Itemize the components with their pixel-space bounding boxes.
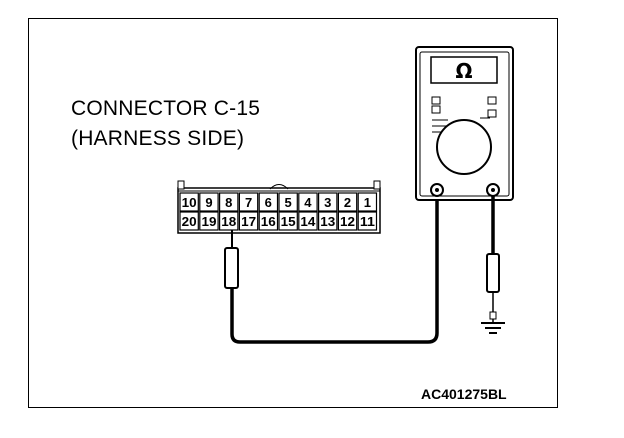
pin-cavity-18 [219, 211, 239, 231]
meter-switch-1 [431, 96, 441, 105]
pin-cavity-4 [298, 192, 318, 212]
connector-title: CONNECTOR C-15 [71, 97, 261, 120]
pin-cavity-17 [238, 211, 259, 231]
ground-probe-handle [486, 253, 500, 293]
ground-test-probe [486, 253, 500, 320]
pin-label-15: 15 [281, 214, 296, 229]
pin-label-8: 8 [225, 195, 232, 210]
pin-cavity-20 [179, 211, 199, 231]
meter-switch-4 [487, 109, 497, 118]
meter-bezel [419, 51, 510, 197]
pin-cavity-13 [318, 211, 338, 231]
pin-label-11: 11 [360, 214, 375, 229]
pin-cavity-10 [179, 192, 199, 212]
pin-cavity-14 [298, 211, 318, 231]
meter-display [430, 56, 498, 84]
pin-label-6: 6 [265, 195, 272, 210]
pin-cavity-1 [357, 192, 378, 212]
pin-cavity-8 [219, 192, 239, 212]
connector-tab-left [177, 180, 185, 190]
pin-label-12: 12 [340, 214, 355, 229]
meter-range-dial [436, 119, 492, 175]
pin-label-13: 13 [320, 214, 335, 229]
connector-test-probe [224, 230, 239, 289]
pin-cavity-6 [258, 192, 279, 212]
ground-symbol-icon [481, 319, 505, 334]
pin-label-19: 19 [202, 214, 217, 229]
ohmmeter: Ω [415, 46, 514, 201]
pin-label-10: 10 [182, 195, 197, 210]
pin-label-9: 9 [205, 195, 212, 210]
connector-latch [269, 184, 289, 190]
test-lead-wire [230, 196, 439, 344]
pin-cavity-16 [258, 211, 279, 231]
meter-switch-2 [431, 105, 441, 114]
pin-label-3: 3 [324, 195, 331, 210]
pin-label-20: 20 [182, 214, 197, 229]
ground-probe-clip [489, 311, 497, 320]
ohm-symbol-icon: Ω [455, 59, 472, 83]
pin-label-14: 14 [300, 214, 316, 229]
meter-terminal-com-center [435, 188, 439, 192]
pin-cavity-9 [199, 192, 219, 212]
pin-cavity-3 [318, 192, 338, 212]
pin-label-18: 18 [221, 214, 236, 229]
pin-label-5: 5 [284, 195, 291, 210]
pin-label-2: 2 [344, 195, 351, 210]
pin-label-16: 16 [261, 214, 276, 229]
pin-cavity-11 [357, 211, 378, 231]
pin-cavity-19 [199, 211, 219, 231]
pin-label-4: 4 [304, 195, 312, 210]
pin-cavity-5 [278, 192, 298, 212]
connector-bottom-row: 20 19 18 17 16 15 14 13 12 11 [179, 211, 378, 231]
pin-label-7: 7 [245, 195, 252, 210]
connector-tab-right [373, 180, 381, 190]
meter-terminal-ohm-center [491, 188, 495, 192]
pin-label-1: 1 [364, 195, 371, 210]
connector-side-label: (HARNESS SIDE) [71, 127, 245, 150]
meter-switch-3 [487, 96, 497, 105]
pin-cavity-7 [238, 192, 259, 212]
pin-label-17: 17 [241, 214, 256, 229]
pin-cavity-12 [337, 211, 358, 231]
pin-cavity-2 [337, 192, 358, 212]
pin-cavity-15 [278, 211, 298, 231]
figure-code: AC401275BL [421, 386, 507, 402]
probe-handle [224, 247, 239, 289]
diagram-frame [28, 18, 558, 408]
